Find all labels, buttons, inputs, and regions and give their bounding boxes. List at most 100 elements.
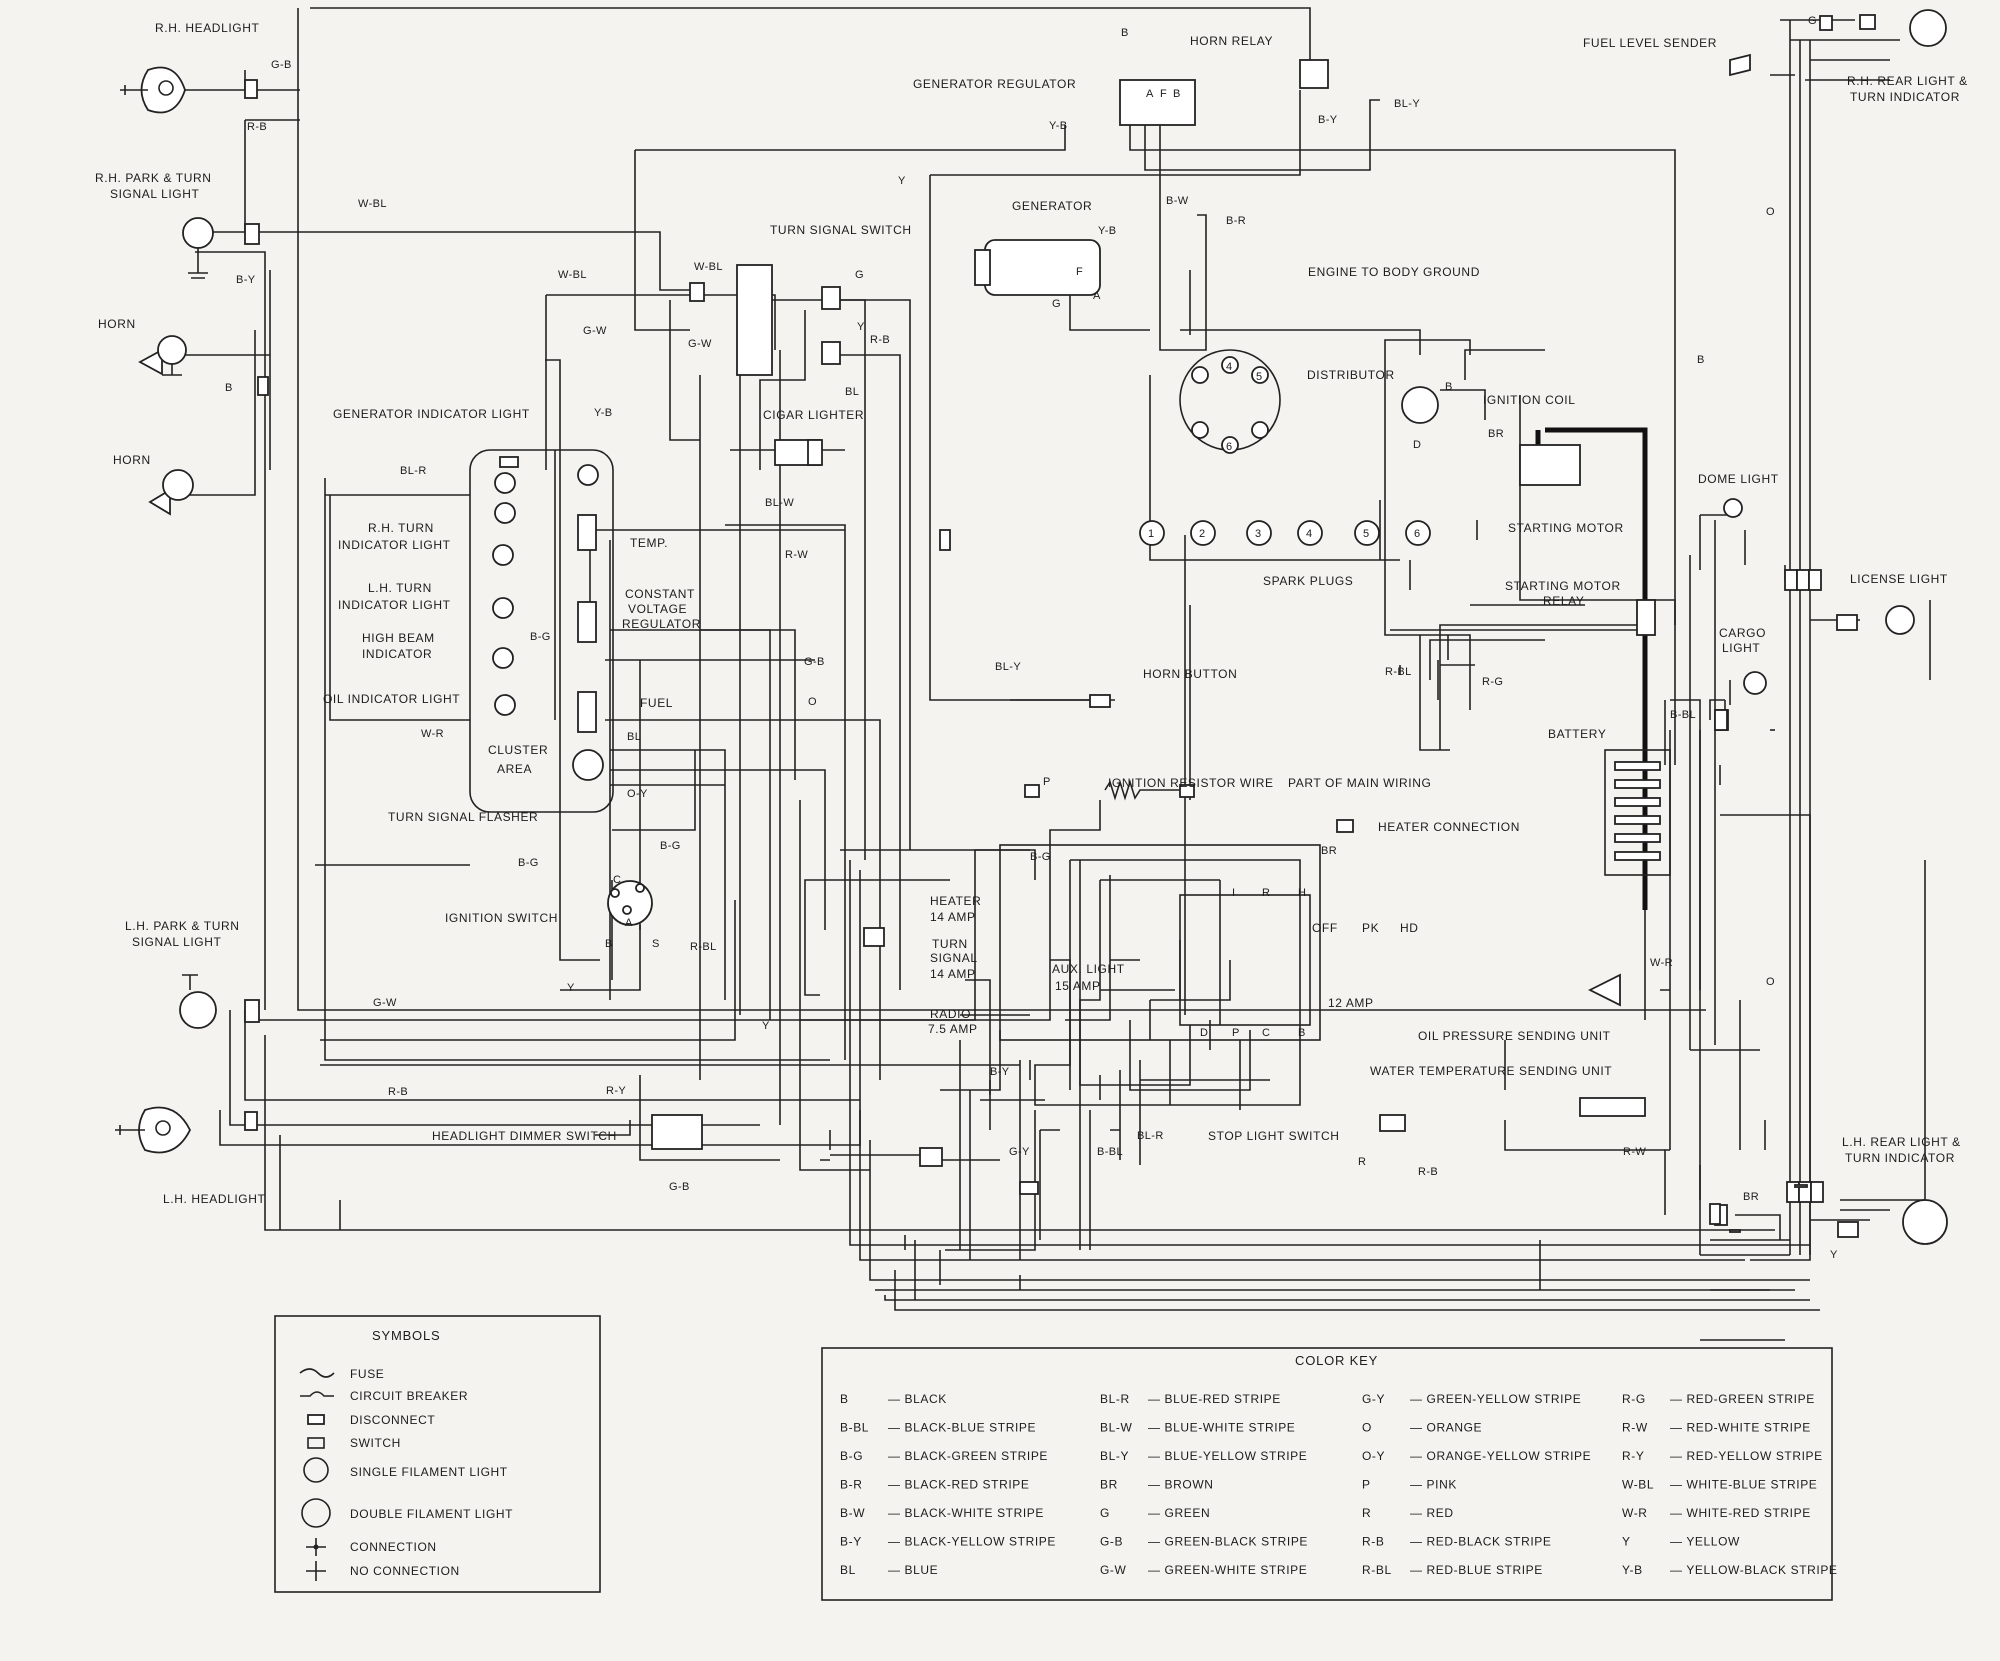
label-water-temp: WATER TEMPERATURE SENDING UNIT	[1370, 1064, 1612, 1078]
color-key-code: W-R	[1622, 1506, 1648, 1520]
symbol-label: DISCONNECT	[350, 1413, 435, 1427]
wire-label: BL-R	[1137, 1130, 1164, 1142]
wire-label: Y	[567, 982, 575, 994]
spark-plug-icon	[1190, 520, 1216, 546]
spark-plug-icon	[1139, 520, 1165, 546]
horn-button-icon	[1089, 694, 1111, 708]
battery-icon	[1604, 749, 1671, 876]
wire-label: B-G	[660, 840, 681, 852]
label-switch-pk: PK	[1362, 921, 1379, 935]
starting-motor-icon	[1519, 444, 1581, 486]
color-key-code: R-Y	[1622, 1449, 1644, 1463]
label-sm-relay-1: STARTING MOTOR	[1505, 579, 1621, 593]
color-key-description: — BLACK-GREEN STRIPE	[888, 1449, 1048, 1463]
disconnect-symbol-icon	[307, 1414, 325, 1425]
wire-labels: G-B R-B W-BL B-Y B Y-B B BL-Y B-Y Y Y-B …	[225, 15, 1838, 1261]
wire-label: B	[225, 382, 233, 394]
label-main-wiring: PART OF MAIN WIRING	[1288, 776, 1431, 790]
spark-plug-number: 2	[1199, 528, 1206, 540]
lh-headlight-disconnect-icon	[244, 1111, 258, 1131]
wire-label: BR	[1743, 1191, 1759, 1203]
symbol-label: SWITCH	[350, 1436, 401, 1450]
wire-label: W-BL	[558, 269, 587, 281]
term-ign-a: A	[625, 917, 633, 929]
label-cluster-1: CLUSTER	[488, 743, 548, 757]
term-ign-c: C	[613, 874, 621, 886]
wire-label: R-W	[1623, 1146, 1646, 1158]
label-rh-headlight: R.H. HEADLIGHT	[155, 21, 259, 35]
label-high-beam-2: INDICATOR	[362, 647, 432, 661]
wire-label: R-B	[388, 1086, 408, 1098]
label-cvr-1: CONSTANT	[625, 587, 695, 601]
spark-plugs: 1 2 3 4 5 6	[1139, 520, 1431, 546]
cluster-light-2-icon	[494, 502, 516, 524]
horn-lower-icon	[148, 488, 171, 516]
label-turn-signal-switch: TURN SIGNAL SWITCH	[770, 223, 912, 237]
wire-label: R-B	[870, 334, 890, 346]
label-starting-motor: STARTING MOTOR	[1508, 521, 1624, 535]
color-key-code: R	[1362, 1506, 1371, 1520]
label-battery: BATTERY	[1548, 727, 1606, 741]
wire-label: R-W	[785, 549, 808, 561]
label-aux-fuse-2: 15 AMP	[1055, 979, 1101, 993]
color-key-description: — BLACK-WHITE STRIPE	[888, 1506, 1044, 1520]
color-key-description: — RED-BLUE STRIPE	[1410, 1563, 1543, 1577]
label-heater-fuse-2: 14 AMP	[930, 910, 976, 924]
spark-plug-number: 6	[1414, 528, 1421, 540]
term-reg-f: F	[1160, 88, 1167, 100]
label-dimmer-switch: HEADLIGHT DIMMER SWITCH	[432, 1129, 617, 1143]
lh-park-disconnect-icon	[244, 999, 260, 1023]
color-key-code: O	[1362, 1421, 1372, 1435]
term-dist-5: 5	[1256, 371, 1263, 383]
color-key-description: — PINK	[1410, 1478, 1457, 1492]
wire-label: G	[1808, 15, 1817, 27]
label-ignition-switch: IGNITION SWITCH	[445, 911, 558, 925]
wire-label: B-Y	[1318, 114, 1338, 126]
label-sm-relay-2: RELAY	[1543, 594, 1584, 608]
color-key-description: — BLACK-RED STRIPE	[888, 1478, 1030, 1492]
label-switch-hd: HD	[1400, 921, 1419, 935]
wire-label: G-W	[583, 325, 607, 337]
wire-label: BL-W	[765, 497, 794, 509]
wire-label: B-BL	[1670, 709, 1696, 721]
label-lh-park-1: L.H. PARK & TURN	[125, 919, 240, 933]
label-turn-fuse-1: TURN	[932, 937, 968, 951]
color-key-description: — BLACK	[888, 1392, 947, 1406]
label-fuel-sender: FUEL LEVEL SENDER	[1583, 36, 1717, 50]
wire-label: R-B	[1418, 1166, 1438, 1178]
label-horn-upper: HORN	[98, 317, 136, 331]
label-spark-plugs: SPARK PLUGS	[1263, 574, 1353, 588]
term-ign-s: S	[652, 938, 660, 950]
label-lh-park-2: SIGNAL LIGHT	[132, 935, 222, 949]
label-ignition-resistor: IGNITION RESISTOR WIRE	[1108, 776, 1274, 790]
color-key-code: G	[1100, 1506, 1110, 1520]
color-key-description: — BLACK-BLUE STRIPE	[888, 1421, 1036, 1435]
label-lh-rear-2: TURN INDICATOR	[1845, 1151, 1955, 1165]
wire-label: P	[1043, 776, 1051, 788]
label-horn-relay: HORN RELAY	[1190, 34, 1273, 48]
label-cluster-2: AREA	[497, 762, 532, 776]
color-key-description: — ORANGE-YELLOW STRIPE	[1410, 1449, 1591, 1463]
switch-symbol-icon	[307, 1437, 325, 1449]
color-key-description: — RED-GREEN STRIPE	[1670, 1392, 1815, 1406]
color-key-description: — BROWN	[1148, 1478, 1214, 1492]
wire-label: O	[808, 696, 817, 708]
wire-label: Y-B	[1049, 120, 1068, 132]
circuit-breaker-symbol-icon	[300, 1391, 334, 1397]
horn-upper-icon	[138, 348, 163, 376]
color-key-code: BL-R	[1100, 1392, 1130, 1406]
label-turn-fuse-2: SIGNAL	[930, 951, 978, 965]
term-dist-6: 6	[1226, 441, 1233, 453]
label-radio-fuse-1: RADIO	[930, 1007, 971, 1021]
ignition-coil-icon	[1401, 386, 1439, 424]
wire-label: R-B	[247, 121, 267, 133]
color-key-code: G-Y	[1362, 1392, 1385, 1406]
wire-label: BL-Y	[1394, 98, 1420, 110]
color-key-code: B-W	[840, 1506, 865, 1520]
horn-relay-icon	[1299, 59, 1329, 89]
spark-plug-icon	[1354, 520, 1380, 546]
labels: R.H. HEADLIGHT R.H. PARK & TURN SIGNAL L…	[95, 21, 1967, 1206]
color-key-description: — GREEN-BLACK STRIPE	[1148, 1535, 1308, 1549]
label-lh-turn-ind-1: L.H. TURN	[368, 581, 432, 595]
